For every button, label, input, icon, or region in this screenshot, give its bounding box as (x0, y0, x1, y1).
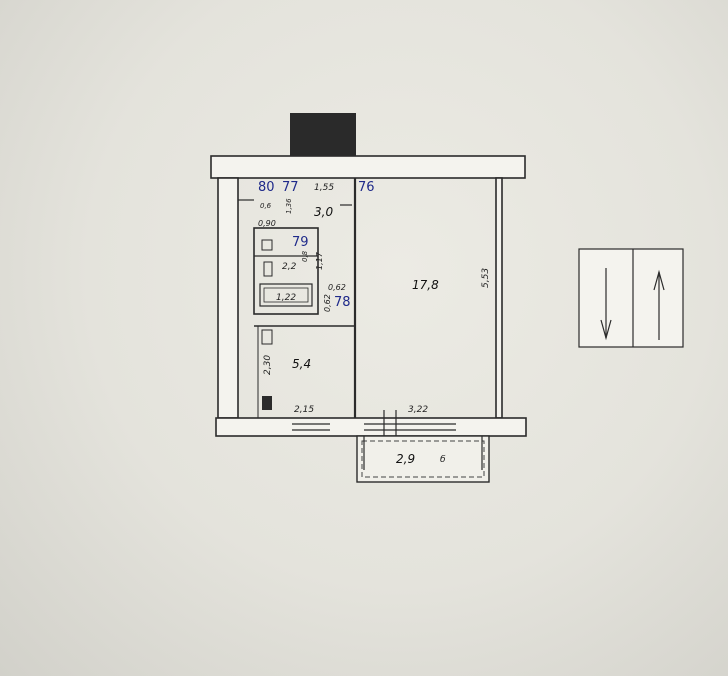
bathtub-inner (263, 287, 309, 303)
bathtub-icon (259, 283, 313, 307)
balcony-dashed-outline (361, 440, 485, 478)
balcony (356, 435, 490, 483)
dim-door-a: 0,62 (328, 283, 346, 292)
dim-entry-b: 0,90 (258, 219, 276, 228)
dim-entry-a: 0,6 (260, 202, 272, 210)
dim-door-b: 0,62 (323, 294, 332, 312)
bath-area: 2,2 (282, 262, 297, 272)
living-area: 17,8 (412, 278, 439, 292)
dim-living-width: 3,22 (408, 405, 428, 415)
left-wall (217, 177, 239, 419)
down-arrow-icon (600, 268, 612, 341)
dim-corridor-height: 1,36 (285, 198, 293, 214)
sink-icon (263, 261, 273, 277)
kitchen-area: 5,4 (292, 357, 311, 371)
dim-kitchen-height: 2,30 (263, 355, 273, 375)
up-arrow-icon (653, 269, 665, 340)
right-wall (495, 177, 503, 419)
dim-living-height: 5,53 (481, 268, 491, 288)
kitchen-sink-icon (261, 329, 273, 345)
ventilation-shaft (290, 113, 356, 157)
dim-bath-width: 1,22 (276, 293, 296, 303)
bathroom-block (253, 227, 319, 315)
room-number-entry: 80 (258, 180, 275, 195)
stove-icon (262, 396, 272, 410)
orientation-box (578, 248, 684, 348)
toilet-icon (261, 239, 273, 251)
dim-top: 1,55 (314, 183, 334, 193)
dim-toilet-width: 0,8 (301, 250, 309, 262)
room-number-bath: 78 (334, 295, 351, 310)
room-number-toilet: 79 (292, 235, 309, 250)
top-wall (210, 155, 526, 179)
dim-bath-height: 1,17 (315, 251, 324, 270)
dim-kitchen-width: 2,15 (294, 405, 314, 415)
kitchen-outline (257, 325, 356, 419)
room-number-living: 76 (358, 180, 375, 195)
corridor-area: 3,0 (314, 205, 333, 219)
room-number-corridor: 77 (282, 180, 299, 195)
balcony-letter: б (440, 455, 446, 465)
bottom-wall (215, 417, 527, 437)
balcony-area: 2,9 (396, 452, 415, 466)
